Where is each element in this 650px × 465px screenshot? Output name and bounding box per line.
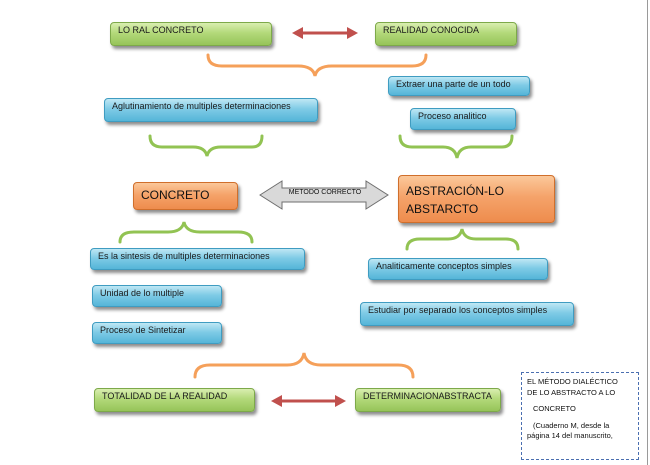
green-brace-right-lower [405,228,520,251]
red-double-arrow-bottom [271,395,346,407]
box-label: Aglutinamiento de multiples determinacio… [112,101,291,111]
method-note: EL MÉTODO DIALÉCTICO DE LO ABSTRACTO A L… [521,372,639,460]
box-label: Proceso de Sintetizar [100,325,186,335]
page-frame-line [647,0,648,465]
box-abstraccion: ABSTRACIÓN-LO ABSTARCTO [398,175,555,223]
box-label: TOTALIDAD DE LA REALIDAD [102,391,228,401]
box-sintesis: Es la sintesis de multiples determinacio… [90,248,305,270]
green-brace-left-upper [148,134,264,157]
metodo-correcto-label: METODO CORRECTO [288,189,362,196]
note-line: (Cuaderno M, desde la [533,420,610,430]
box-label-line2: ABSTARCTO [406,202,479,216]
box-label: CONCRETO [141,188,210,202]
box-estudiar-separado: Estudiar por separado los conceptos simp… [360,302,574,326]
box-determinacion-abstracta: DETERMINACIONABSTRACTA [355,388,501,412]
box-label: Extraer una parte de un todo [396,79,511,89]
box-totalidad-realidad: TOTALIDAD DE LA REALIDAD [94,388,255,412]
box-proceso-analitico: Proceso analitico [410,108,516,130]
box-aglutinamiento: Aglutinamiento de multiples determinacio… [104,98,318,122]
box-concreto: CONCRETO [133,182,238,210]
box-label: REALIDAD CONOCIDA [383,25,480,35]
box-label: Unidad de lo multiple [100,288,185,298]
orange-brace-top [206,53,428,77]
box-realidad-conocida: REALIDAD CONOCIDA [375,22,517,46]
box-label: Proceso analitico [418,111,487,121]
box-label: Es la sintesis de multiples determinacio… [98,251,270,261]
red-double-arrow-top [292,27,358,39]
box-lo-real-concreto: LO RAL CONCRETO [110,22,272,46]
green-brace-left-lower [118,221,254,244]
box-label: DETERMINACIONABSTRACTA [363,391,492,401]
box-proceso-sintetizar: Proceso de Sintetizar [92,322,222,344]
note-line: DE LO ABSTRACTO A LO [527,387,616,397]
note-line: CONCRETO [533,404,576,413]
box-extraer-parte: Extraer una parte de un todo [388,76,530,96]
box-analiticamente: Analiticamente conceptos simples [368,258,548,280]
note-line: EL MÉTODO DIALÉCTICO [527,377,618,386]
box-label: LO RAL CONCRETO [118,25,204,35]
box-label-line1: ABSTRACIÓN-LO [406,184,505,198]
box-label: Estudiar por separado los conceptos simp… [368,305,548,315]
orange-brace-bottom [193,352,415,379]
box-label: Analiticamente conceptos simples [376,261,512,271]
note-line: página 14 del manuscrito, [527,431,613,440]
box-unidad-multiple: Unidad de lo multiple [92,285,222,307]
green-brace-right-upper [398,134,514,159]
metodo-correcto-arrow [259,180,389,210]
